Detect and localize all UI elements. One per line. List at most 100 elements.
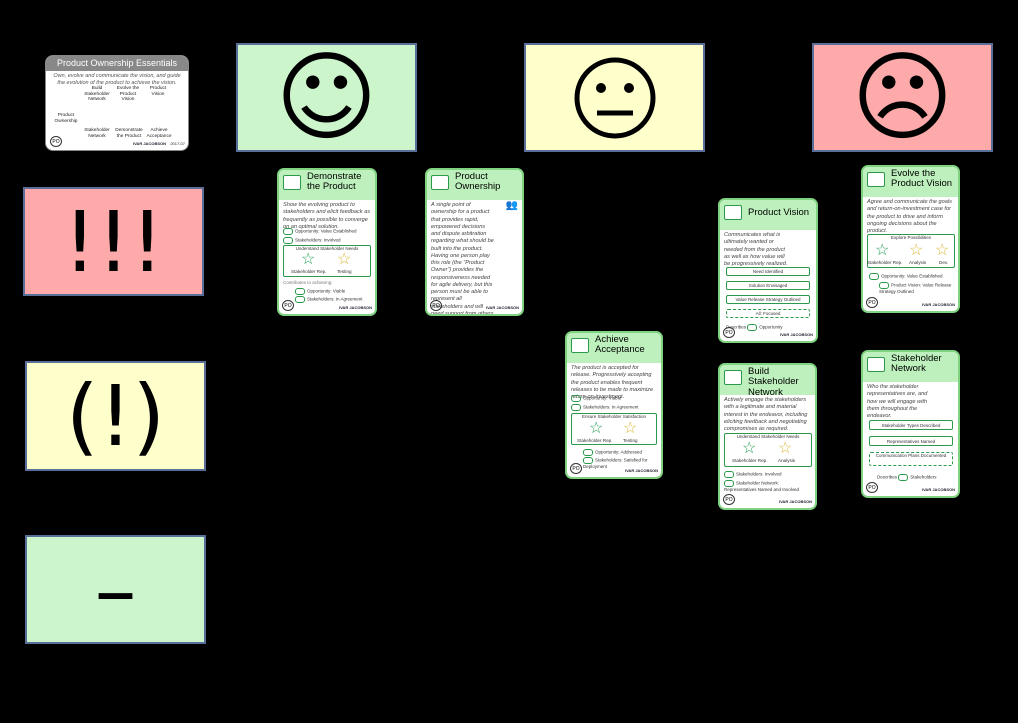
card-description: Who the stakeholder representatives are,… — [867, 384, 928, 420]
star-icon: ☆ — [935, 242, 950, 259]
overview-title: Product Ownership Essentials — [46, 56, 188, 71]
competency-box: Understand Stakeholder Needs — [283, 245, 371, 277]
card-build-stakeholder-network[interactable]: Build Stakeholder Network Actively engag… — [718, 363, 817, 510]
card-description: The product is accepted for release. Pro… — [571, 365, 654, 401]
happy-tile[interactable]: ☺ — [236, 43, 417, 152]
card-title: Product Vision — [748, 207, 810, 218]
competency-box: Explore Possibilities — [867, 234, 955, 268]
card-evolve-product-vision[interactable]: Evolve the Product Vision Agree and comm… — [861, 165, 960, 313]
role-label: Dev. — [939, 260, 949, 265]
card-row: Stakeholders: Satisfied for Deployment — [583, 457, 648, 469]
overview-brand: IVAR JACOBSON — [132, 141, 166, 146]
competency-label: Ensure Stakeholder Satisfaction — [581, 414, 647, 419]
card-row: Opportunity: Value Established — [869, 273, 942, 280]
brand-label: IVAR JACOBSON — [779, 332, 813, 337]
people-icon: 👥 — [505, 200, 518, 211]
card-row: Opportunity: Viable — [295, 288, 345, 295]
star-icon: ☆ — [778, 440, 793, 457]
competency-box: Understand Stakeholder Needs — [724, 433, 812, 467]
state-card: Need Identified — [726, 267, 810, 276]
brand-label: IVAR JACOBSON — [338, 305, 372, 310]
overview-item-achieve-acceptance: Achieve Acceptance — [146, 128, 172, 139]
card-description: Communicates what is ultimately wanted o… — [724, 232, 788, 268]
activity-icon — [867, 172, 885, 187]
card-row: Stakeholders: In Agreement — [571, 404, 639, 411]
card-header: Build Stakeholder Network — [720, 365, 815, 398]
card-title: Build Stakeholder Network — [748, 366, 799, 398]
priority-low-mark: – — [94, 540, 137, 639]
card-header: Product Vision — [720, 200, 816, 230]
state-card: Solution Envisaged — [726, 281, 810, 290]
card-header: Demonstrate the Product — [279, 170, 375, 200]
overview-badge: PO — [50, 136, 62, 147]
role-label: Testing — [337, 269, 352, 274]
competency-label: Understand Stakeholder Needs — [736, 434, 800, 439]
neutral-face-icon — [574, 57, 655, 138]
card-description: Agree and communicate the goals and retu… — [867, 199, 952, 235]
star-icon: ☆ — [301, 251, 316, 268]
card-row: Stakeholders: In Agreement — [295, 296, 363, 303]
card-product-vision[interactable]: Product Vision Communicates what is ulti… — [718, 198, 818, 343]
role-label: Analysis — [909, 260, 927, 265]
card-row: Stakeholders: Involved — [724, 471, 782, 478]
card-title: Achieve Acceptance — [595, 334, 645, 356]
priority-medium-tile[interactable]: (!) — [25, 361, 206, 471]
activity-icon — [724, 370, 742, 385]
brand-label: IVAR JACOBSON — [778, 499, 812, 504]
role-label: Stakeholder Rep. — [867, 260, 903, 265]
overview-year: 2017-07 — [170, 141, 185, 146]
card-title: Evolve the Product Vision — [891, 168, 953, 190]
card-row: Opportunity: Addressed — [583, 449, 642, 456]
po-badge: PO — [866, 297, 878, 308]
card-row: Stakeholder Network: Representatives Nam… — [724, 480, 800, 492]
overview-card[interactable]: Product Ownership Essentials Own, evolve… — [45, 55, 189, 151]
role-label: Stakeholder Rep. — [291, 269, 327, 274]
card-footer: PO IVAR JACOBSON — [282, 299, 372, 311]
state-card: Communication Plans Documented — [869, 452, 953, 466]
card-stakeholder-network[interactable]: Stakeholder Network Who the stakeholder … — [861, 350, 960, 498]
card-achieve-acceptance[interactable]: Achieve Acceptance The product is accept… — [565, 331, 663, 479]
card-title: Product Ownership — [455, 171, 501, 193]
overview-item-product-ownership: Product Ownership — [54, 113, 78, 124]
neutral-tile[interactable] — [524, 43, 705, 152]
card-row: Opportunity: Viable — [571, 395, 621, 402]
card-row: Stakeholders: Involved — [283, 237, 341, 244]
star-icon: ☆ — [875, 242, 890, 259]
star-icon: ☆ — [742, 440, 757, 457]
smiley-icon: ☺ — [275, 40, 378, 155]
describes-row: Describes Opportunity — [726, 324, 783, 331]
card-footer: PO IVAR JACOBSON — [430, 299, 519, 311]
alpha-icon — [724, 205, 742, 220]
sad-tile[interactable]: ☹ — [812, 43, 993, 152]
describes-row: Describes Stakeholders — [877, 474, 937, 481]
star-icon: ☆ — [623, 420, 638, 437]
card-title: Stakeholder Network — [891, 353, 942, 375]
priority-high-tile[interactable]: !!! — [23, 187, 204, 296]
competency-box: Ensure Stakeholder Satisfaction — [571, 413, 657, 445]
brand-label: IVAR JACOBSON — [921, 487, 955, 492]
contrib-label: Contributes to achieving: — [283, 280, 333, 285]
card-header: Product Ownership — [427, 170, 522, 200]
card-demonstrate-product[interactable]: Demonstrate the Product Show the evolvin… — [277, 168, 377, 316]
card-header: Achieve Acceptance — [567, 333, 661, 363]
po-badge: PO — [723, 494, 735, 505]
activity-icon — [283, 175, 301, 190]
brand-label: IVAR JACOBSON — [921, 302, 955, 307]
po-badge: PO — [282, 300, 294, 311]
priority-low-tile[interactable]: – — [25, 535, 206, 644]
star-icon: ☆ — [337, 251, 352, 268]
star-icon: ☆ — [909, 242, 924, 259]
po-badge: PO — [866, 482, 878, 493]
po-badge: PO — [570, 463, 582, 474]
card-product-ownership[interactable]: Product Ownership 👥 A single point of ow… — [425, 168, 524, 316]
state-card: Value Release Strategy Outlined — [726, 295, 810, 304]
card-footer: PO IVAR JACOBSON — [570, 462, 658, 474]
star-icon: ☆ — [589, 420, 604, 437]
overview-item-evolve-vision: Evolve the Product Vision — [116, 86, 140, 103]
card-footer: PO IVAR JACOBSON — [723, 326, 813, 338]
activity-icon — [571, 338, 589, 353]
card-footer: PO IVAR JACOBSON — [866, 481, 955, 493]
competency-label: Explore Possibilities — [890, 235, 932, 240]
priority-medium-mark: (!) — [65, 367, 166, 465]
